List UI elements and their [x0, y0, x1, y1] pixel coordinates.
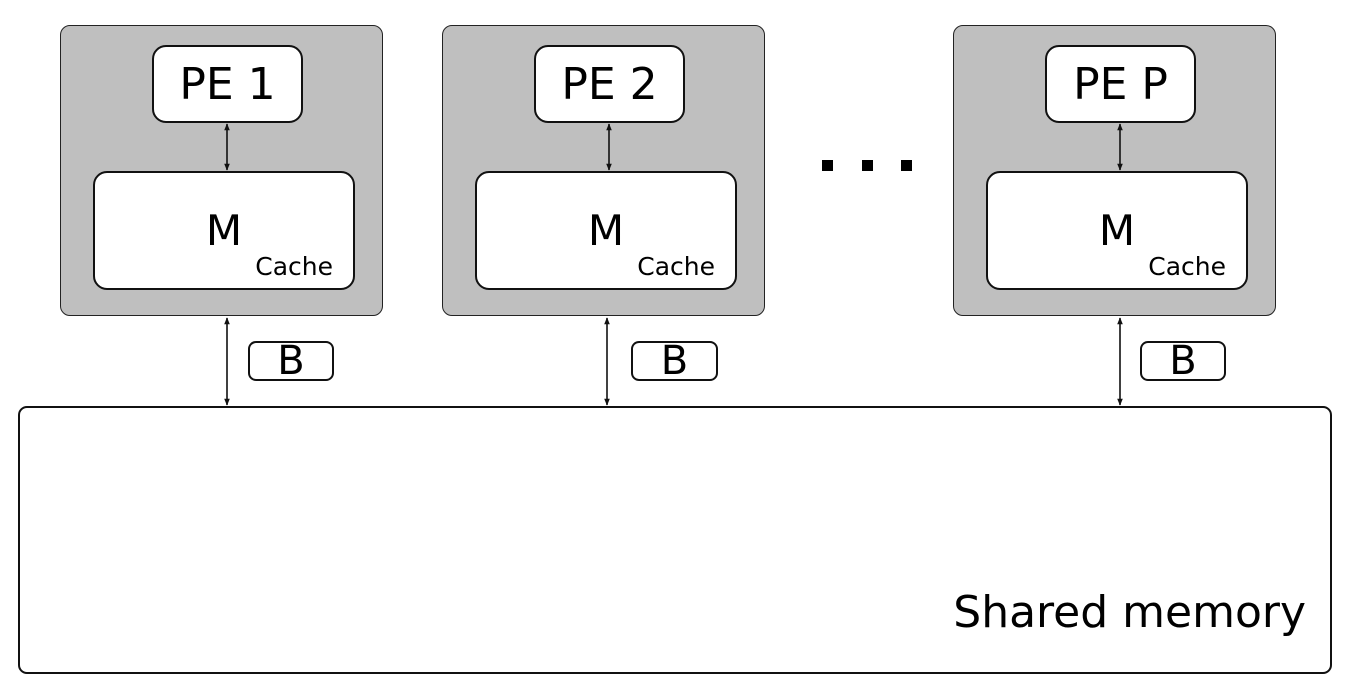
- pe-box-1: PE 1: [152, 45, 303, 123]
- ellipsis-dot: [822, 160, 833, 171]
- ellipsis-dot: [861, 160, 873, 171]
- cache-sublabel-2: Cache: [637, 252, 715, 281]
- cache-sublabel-1: Cache: [255, 252, 333, 281]
- bus-box-2: B: [631, 341, 718, 381]
- shared-memory-box: Shared memory: [18, 406, 1332, 674]
- pe-box-2: PE 2: [534, 45, 685, 123]
- cache-box-1: M Cache: [93, 171, 355, 290]
- cache-label-1: M: [205, 206, 243, 255]
- bus-box-1: B: [248, 341, 334, 381]
- cache-box-p: M Cache: [986, 171, 1248, 290]
- cache-sublabel-p: Cache: [1148, 252, 1226, 281]
- ellipsis-dot: [901, 160, 912, 171]
- bus-box-p: B: [1140, 341, 1226, 381]
- cache-label-2: M: [587, 206, 625, 255]
- cache-box-2: M Cache: [475, 171, 737, 290]
- pe-box-p: PE P: [1045, 45, 1196, 123]
- shared-memory-label: Shared memory: [953, 587, 1306, 638]
- cache-label-p: M: [1098, 206, 1136, 255]
- ellipsis-dots: [822, 160, 912, 171]
